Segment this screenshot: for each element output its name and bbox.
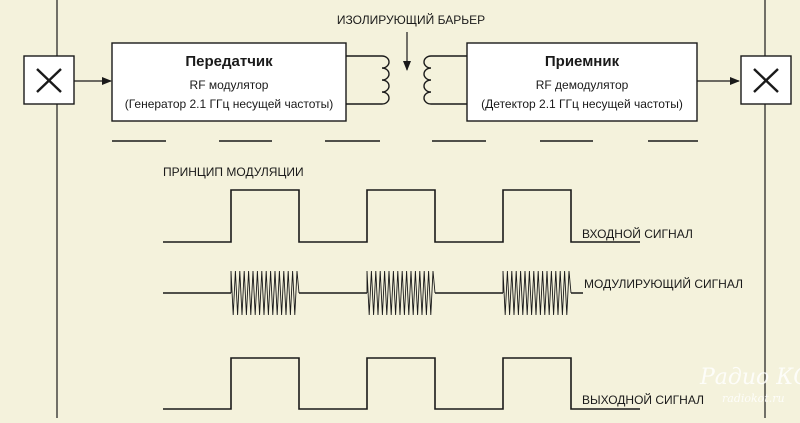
receiver-line2: (Детектор 2.1 ГГц несущей частоты)	[481, 97, 683, 111]
receiver-title: Приемник	[545, 53, 620, 70]
output-signal-wave	[163, 357, 640, 410]
carrier-burst-3	[502, 270, 572, 316]
isolation-transformer-icon	[346, 55, 467, 105]
input-signal-wave	[163, 189, 640, 243]
transmitter-line2: (Генератор 2.1 ГГц несущей частоты)	[125, 97, 334, 111]
modulating-signal-wave	[163, 270, 583, 316]
carrier-burst-1	[230, 270, 300, 316]
barrier-label: ИЗОЛИРУЮЩИЙ БАРЬЕР	[337, 12, 485, 27]
output-terminal-icon	[740, 55, 792, 105]
transmitter-title: Передатчик	[185, 53, 273, 70]
carrier-burst-2	[366, 270, 436, 316]
watermark-url: radiokot.ru	[722, 392, 785, 405]
input-signal-label: ВХОДНОЙ СИГНАЛ	[582, 226, 693, 241]
input-terminal-icon	[23, 55, 75, 105]
output-signal-label: ВЫХОДНОЙ СИГНАЛ	[582, 392, 704, 407]
transmitter-line1: RF модулятор	[190, 78, 269, 92]
watermark-brand: Радио КОТ	[699, 365, 800, 390]
modulating-signal-label: МОДУЛИРУЮЩИЙ СИГНАЛ	[584, 276, 743, 291]
principle-label: ПРИНЦИП МОДУЛЯЦИИ	[163, 165, 304, 179]
receiver-block: Приемник RF демодулятор (Детектор 2.1 ГГ…	[466, 42, 698, 122]
receiver-line1: RF демодулятор	[536, 78, 629, 92]
transmitter-block: Передатчик RF модулятор (Генератор 2.1 Г…	[111, 42, 347, 122]
